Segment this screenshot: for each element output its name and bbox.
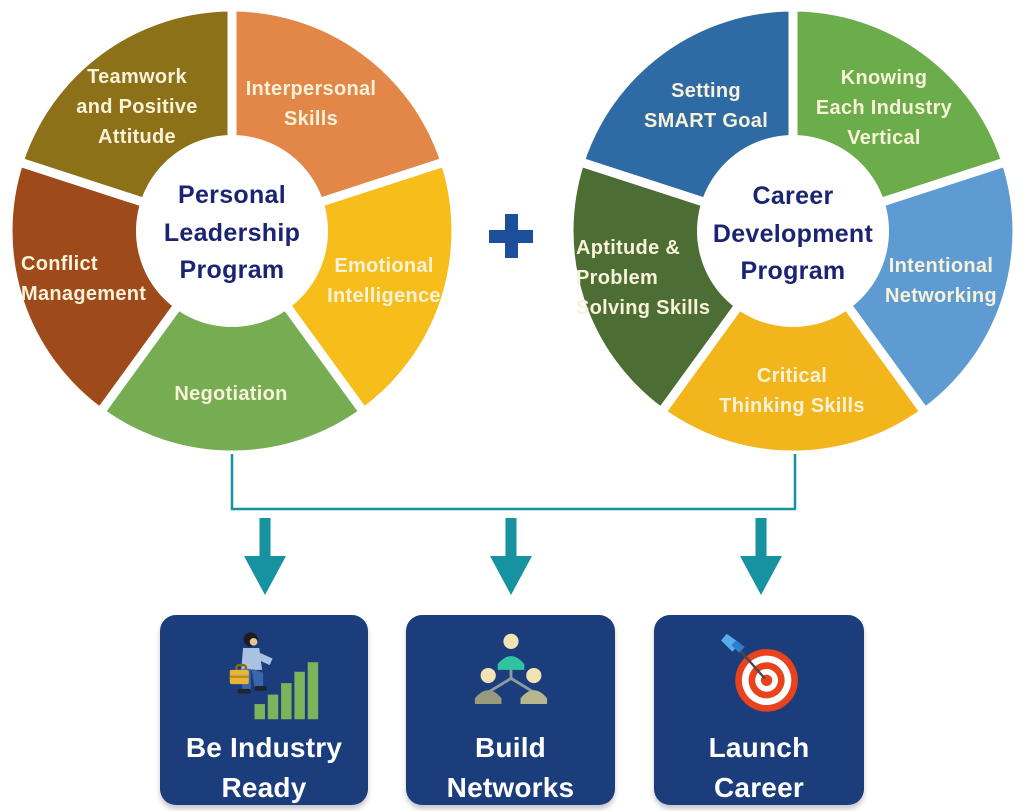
dartboard-icon xyxy=(721,633,798,712)
outcome-card-launch-career: Launch Career xyxy=(654,615,864,805)
outcome-label: Build Networks xyxy=(446,732,575,803)
down-arrow-right xyxy=(740,518,782,595)
left-donut-hub xyxy=(136,135,328,327)
segment-critical-thinking-skills xyxy=(656,226,930,460)
right-donut-hub xyxy=(697,135,889,327)
outcome-label: Be Industry Ready xyxy=(185,732,343,803)
outcome-card-build-networks: Build Networks xyxy=(406,615,615,805)
plus-icon xyxy=(489,214,533,258)
connector-lines xyxy=(230,454,797,511)
down-arrow-left xyxy=(244,518,286,595)
outcome-card-be-industry-ready: Be Industry Ready xyxy=(160,615,368,805)
right-donut-chart xyxy=(564,2,1022,460)
down-arrow-middle xyxy=(490,518,532,595)
industry-growth-icon xyxy=(229,632,319,720)
network-people-icon xyxy=(474,633,547,705)
left-donut-chart xyxy=(3,2,461,460)
outcome-label: Launch Career xyxy=(708,732,810,803)
